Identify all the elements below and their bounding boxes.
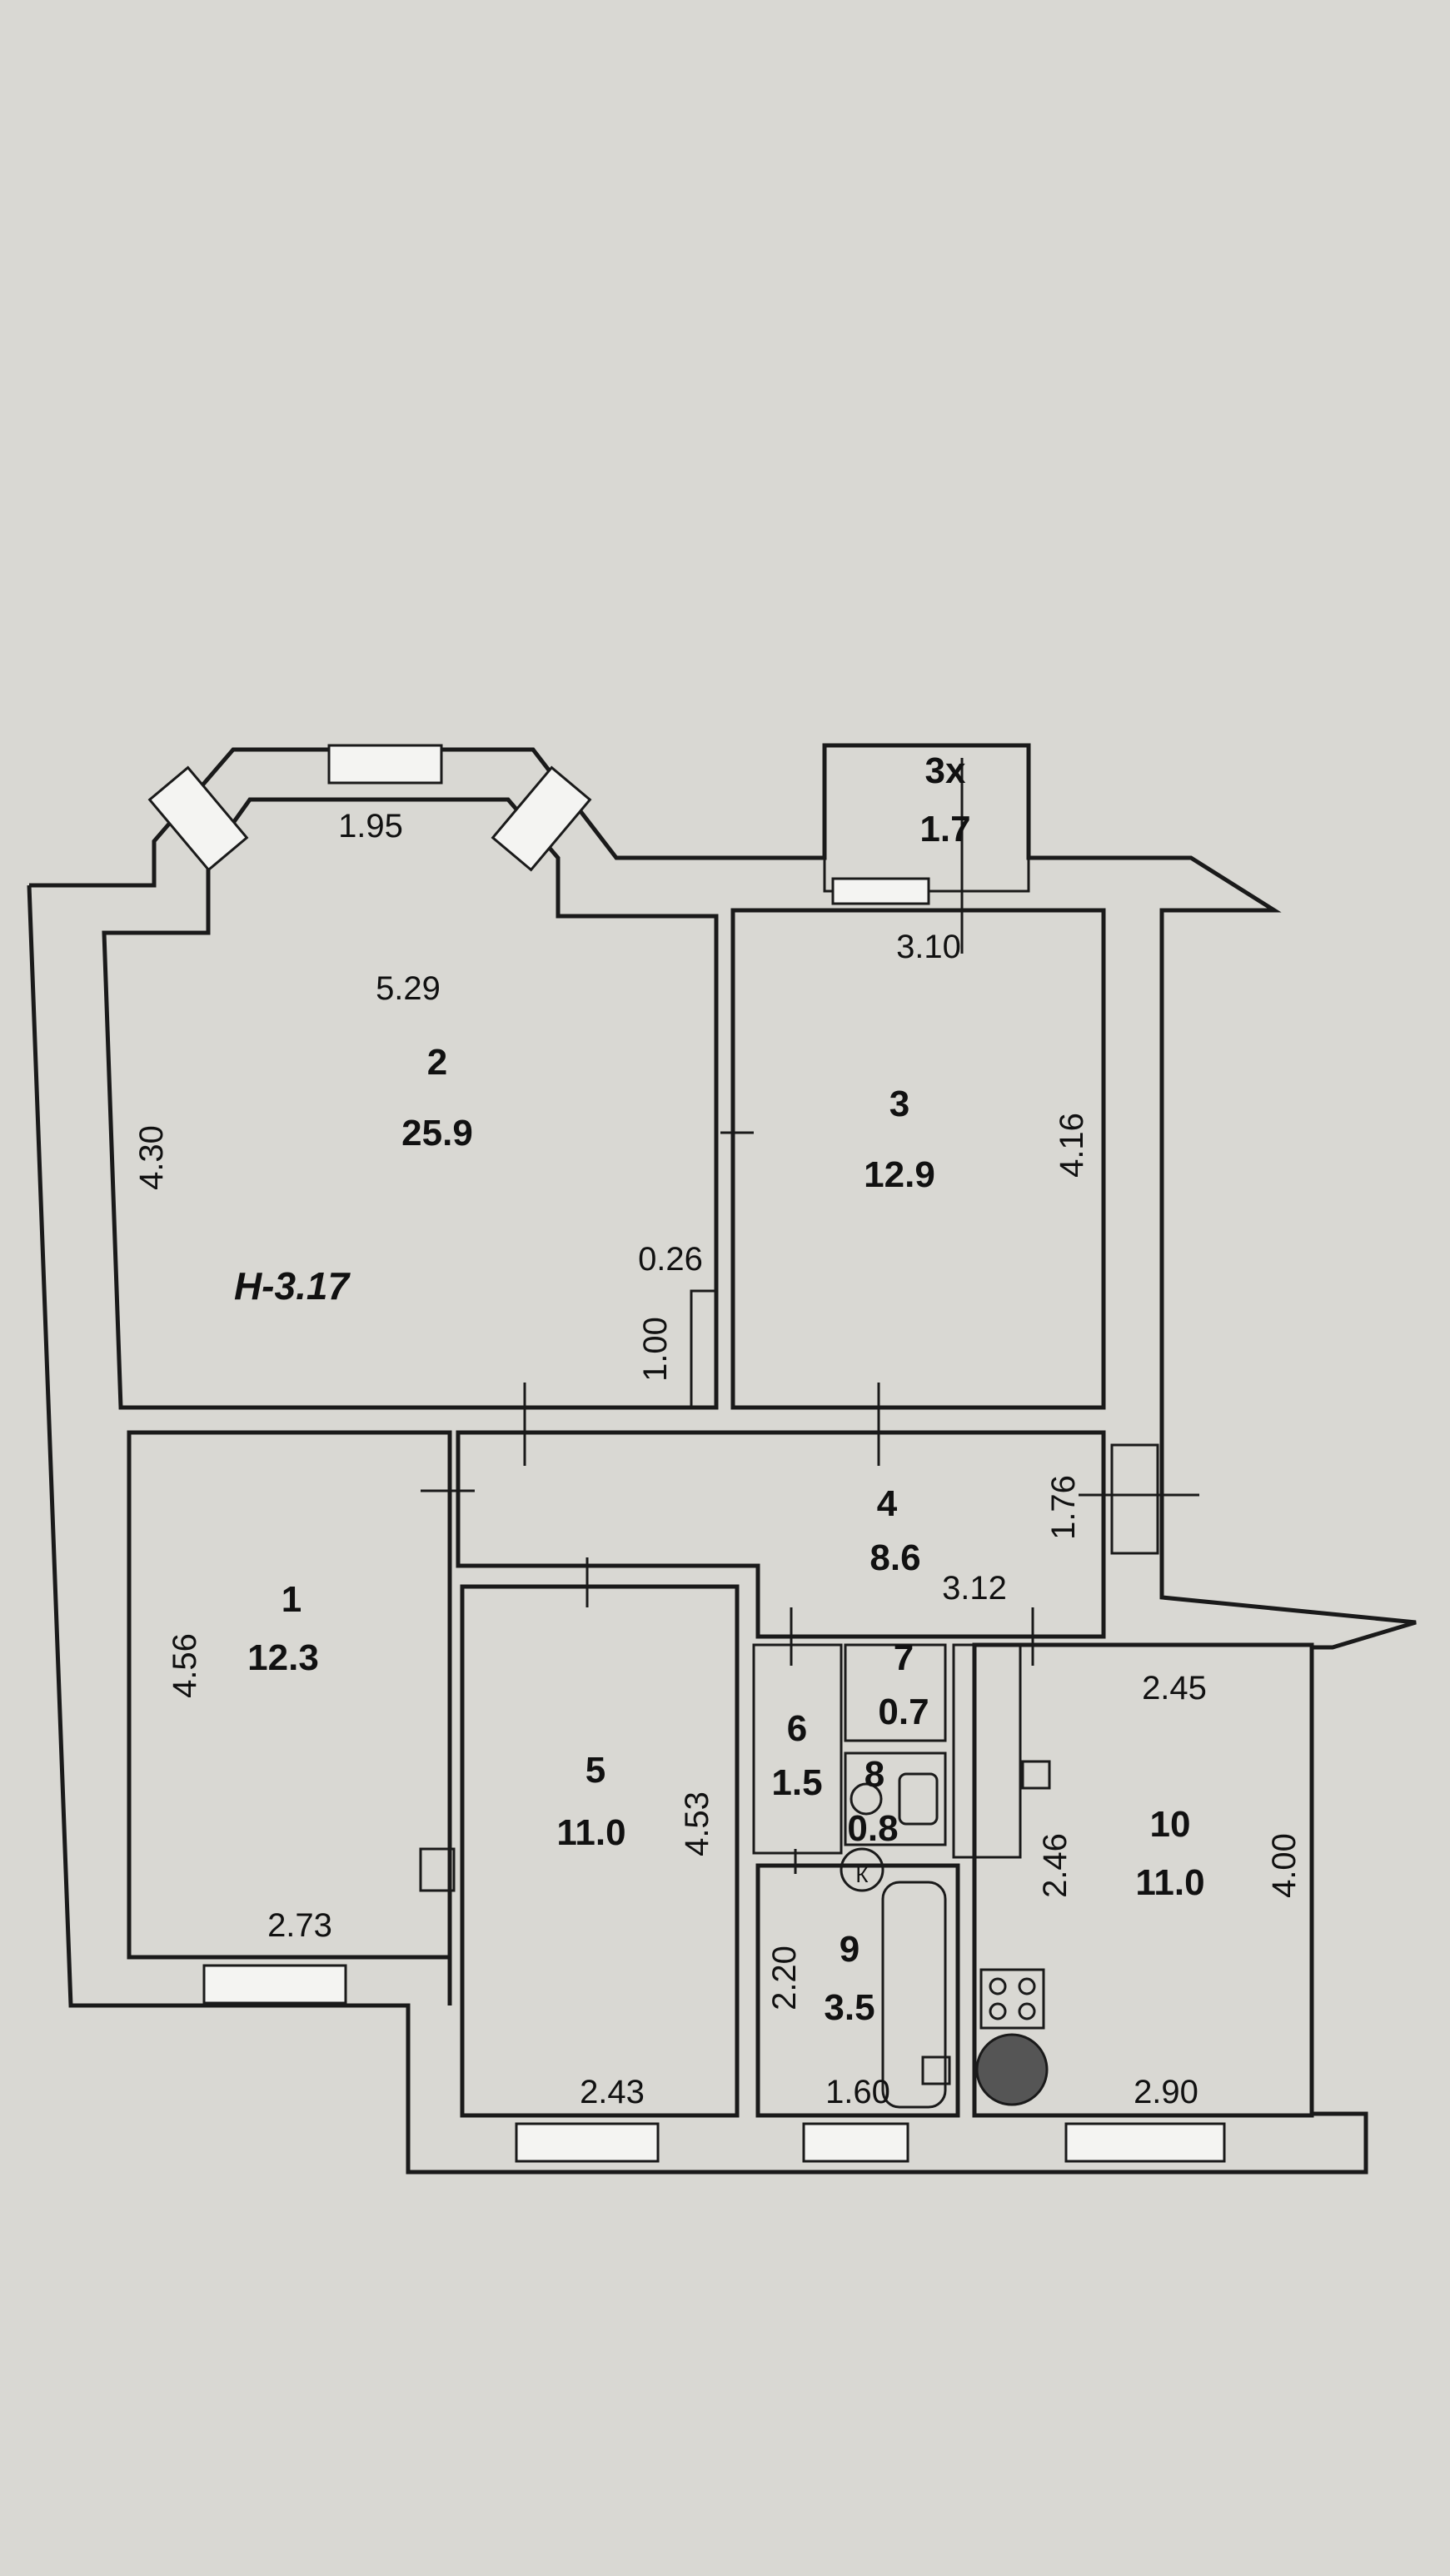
room-10-outline bbox=[972, 1642, 1314, 2118]
room-1-number: 1 bbox=[282, 1579, 301, 1620]
gas-meter bbox=[975, 2033, 1049, 2106]
dim-2-20: 2.20 bbox=[766, 1946, 803, 2010]
window bbox=[802, 2122, 909, 2163]
sink bbox=[898, 1772, 939, 1826]
dim-4-56: 4.56 bbox=[167, 1633, 203, 1698]
room-6-outline bbox=[752, 1643, 843, 1855]
fixtures bbox=[840, 1760, 1051, 2109]
room-3x-number: 3x bbox=[925, 750, 966, 791]
room-7-area: 0.7 bbox=[878, 1692, 929, 1732]
room-4-outline bbox=[456, 1430, 1106, 1639]
room-3-outline bbox=[730, 908, 1106, 1410]
dim-1-00: 1.00 bbox=[637, 1317, 674, 1382]
boiler-mark: К bbox=[855, 1862, 868, 1887]
dim-3-10: 3.10 bbox=[896, 929, 961, 965]
dim-1-60: 1.60 bbox=[825, 2074, 890, 2110]
stove bbox=[979, 1968, 1045, 2030]
window bbox=[327, 744, 443, 785]
vent-block bbox=[419, 1847, 456, 1892]
room-3-area: 12.9 bbox=[864, 1154, 935, 1195]
room-3-number: 3 bbox=[889, 1084, 909, 1124]
room-5-outline bbox=[460, 1584, 740, 2118]
dim-1-95: 1.95 bbox=[338, 808, 403, 845]
room-9-outline bbox=[755, 1863, 960, 2118]
room-7-outline bbox=[844, 1643, 947, 1742]
dimension-labels: 1.95 5.29 4.30 0.26 1.00 3.10 4.16 1.76 … bbox=[133, 808, 1303, 2110]
toilet bbox=[850, 1782, 883, 1816]
room-9-number: 9 bbox=[840, 1929, 860, 1970]
bathtub bbox=[881, 1881, 947, 2109]
dim-0-26: 0.26 bbox=[638, 1241, 703, 1278]
room-10-number: 10 bbox=[1150, 1804, 1191, 1845]
window bbox=[147, 765, 249, 872]
dim-2-45: 2.45 bbox=[1142, 1670, 1207, 1707]
dim-4-16: 4.16 bbox=[1054, 1113, 1090, 1178]
room-9-area: 3.5 bbox=[824, 1987, 874, 2028]
dim-2-43: 2.43 bbox=[580, 2074, 645, 2110]
window bbox=[515, 2122, 660, 2163]
room-6-number: 6 bbox=[787, 1708, 807, 1749]
window bbox=[202, 1964, 347, 2005]
room-8-outline bbox=[844, 1751, 947, 1846]
room-4-area: 8.6 bbox=[870, 1537, 920, 1578]
shaft-outline bbox=[952, 1643, 1022, 1859]
window bbox=[831, 877, 930, 905]
room-8-area: 0.8 bbox=[847, 1808, 898, 1849]
ceiling-height: H-3.17 bbox=[234, 1264, 351, 1308]
dim-3-12: 3.12 bbox=[942, 1570, 1007, 1607]
dim-2-46: 2.46 bbox=[1037, 1833, 1074, 1898]
vent-symbol bbox=[1021, 1760, 1051, 1790]
room-1-outline bbox=[127, 1430, 452, 1960]
room-5-number: 5 bbox=[585, 1750, 605, 1791]
interior-walls bbox=[102, 797, 1314, 2118]
dim-4-00: 4.00 bbox=[1266, 1833, 1303, 1898]
room-5-area: 11.0 bbox=[556, 1812, 625, 1853]
dim-2-73: 2.73 bbox=[267, 1907, 332, 1944]
room-10-area: 11.0 bbox=[1135, 1862, 1204, 1903]
window bbox=[491, 765, 592, 872]
room-4-number: 4 bbox=[877, 1483, 898, 1524]
room-8-number: 8 bbox=[865, 1754, 884, 1795]
dim-4-30: 4.30 bbox=[133, 1125, 170, 1190]
vent-block bbox=[1110, 1443, 1159, 1555]
dim-4-53: 4.53 bbox=[679, 1791, 715, 1856]
outer-wall-contour bbox=[27, 743, 1417, 2175]
window bbox=[1064, 2122, 1226, 2163]
boiler bbox=[840, 1847, 884, 1892]
room-2-outline bbox=[102, 797, 719, 1410]
dim-1-76: 1.76 bbox=[1045, 1475, 1082, 1540]
room-1-area: 12.3 bbox=[247, 1637, 319, 1678]
vent-symbol bbox=[921, 2055, 951, 2085]
room-2-area: 25.9 bbox=[401, 1113, 473, 1153]
room-labels: 2 25.9 3 12.9 3x 1.7 4 8.6 1 12.3 5 11.0… bbox=[234, 750, 1205, 2028]
partition-nib bbox=[690, 1289, 718, 1409]
door-marks bbox=[421, 758, 1199, 1874]
room-3x-area: 1.7 bbox=[919, 809, 970, 850]
room-2-number: 2 bbox=[427, 1042, 447, 1083]
windows bbox=[147, 744, 1226, 2163]
dim-2-90: 2.90 bbox=[1134, 2074, 1198, 2110]
dim-5-29: 5.29 bbox=[376, 970, 441, 1007]
room-7-number: 7 bbox=[894, 1637, 914, 1678]
room-6-area: 1.5 bbox=[771, 1762, 822, 1803]
